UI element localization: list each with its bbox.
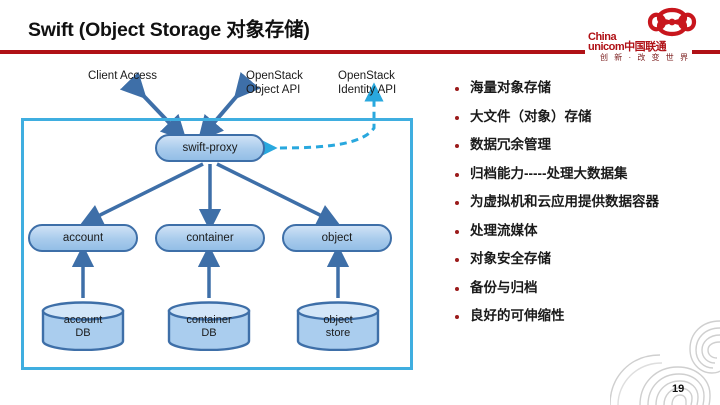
list-item: 海量对象存储 xyxy=(452,80,714,96)
logo-line-1: China xyxy=(588,31,617,43)
list-item: 良好的可伸缩性 xyxy=(452,308,714,324)
node-account-label: account xyxy=(62,232,104,244)
node-container-label: container xyxy=(186,232,234,244)
diagram-connectors xyxy=(71,71,384,298)
list-item: 处理流媒体 xyxy=(452,223,714,239)
list-item: 数据冗余管理 xyxy=(452,137,714,153)
feature-bullet-list: 海量对象存储 大文件（对象）存储 数据冗余管理 归档能力-----处理大数据集 … xyxy=(452,80,714,337)
node-object[interactable]: object xyxy=(282,224,392,252)
logo-line-2-cn: 中国联通 xyxy=(624,41,667,53)
page-number: 19 xyxy=(672,383,685,395)
list-item: 归档能力-----处理大数据集 xyxy=(452,166,714,182)
list-item: 为虚拟机和云应用提供数据容器 xyxy=(452,194,714,210)
database-cylinder-icon xyxy=(41,301,125,351)
list-item: 对象安全存储 xyxy=(452,251,714,267)
node-container[interactable]: container xyxy=(155,224,265,252)
node-swift-proxy[interactable]: swift-proxy xyxy=(155,134,265,162)
swift-architecture-diagram: Client Access OpenStack Object API OpenS… xyxy=(0,58,440,378)
node-account[interactable]: account xyxy=(28,224,138,252)
diagram-label-openstack-identity-api: OpenStack Identity API xyxy=(338,70,397,96)
store-container-db[interactable]: container DB xyxy=(166,301,252,351)
unicom-knot-icon xyxy=(647,7,697,37)
database-cylinder-icon xyxy=(296,301,380,351)
list-item: 大文件（对象）存储 xyxy=(452,109,714,125)
list-item: 备份与归档 xyxy=(452,280,714,296)
logo-line-2-en: unicom xyxy=(588,41,625,53)
logo-tagline: 创 新 · 改 变 世 界 xyxy=(600,53,690,62)
page-title: Swift (Object Storage 对象存储) xyxy=(28,19,310,41)
swift-cluster-frame xyxy=(21,118,413,370)
header-rule-left xyxy=(0,50,585,54)
header-rule-right xyxy=(692,50,720,54)
diagram-label-client-access: Client Access xyxy=(88,70,158,82)
china-unicom-logo: China unicom中国联通 创 新 · 改 变 世 界 xyxy=(588,6,716,62)
database-cylinder-icon xyxy=(167,301,251,351)
store-object-store[interactable]: object store xyxy=(295,301,381,351)
unicom-wordmark: China unicom中国联通 xyxy=(588,31,716,53)
node-object-label: object xyxy=(321,232,353,244)
diagram-label-openstack-object-api: OpenStack Object API xyxy=(246,70,303,96)
store-account-db[interactable]: account DB xyxy=(40,301,126,351)
node-swift-proxy-label: swift-proxy xyxy=(182,142,238,154)
